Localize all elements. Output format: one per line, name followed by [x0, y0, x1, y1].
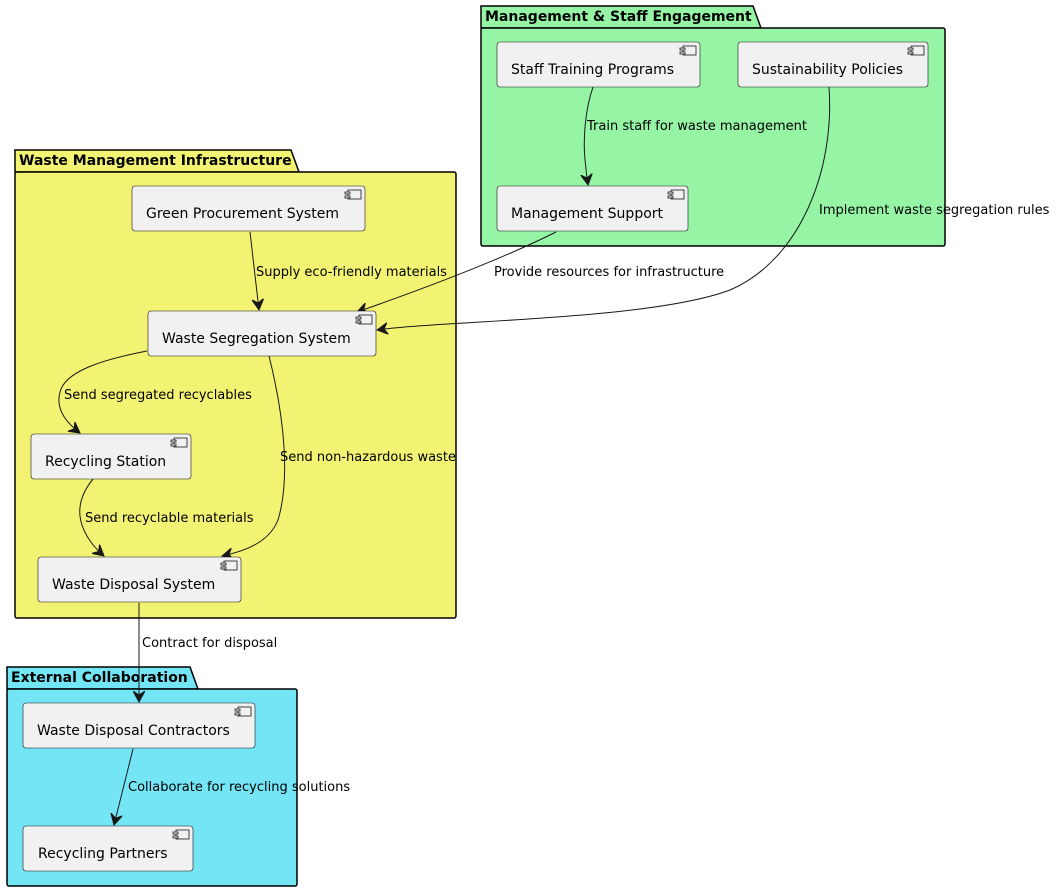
edge-send-non-hazardous [222, 355, 286, 556]
component-box [30, 433, 192, 480]
component-waste-segregation[interactable]: Waste Segregation System [147, 310, 377, 357]
component-icon [220, 560, 238, 571]
edge-send-recyclables [58, 350, 148, 433]
component-label: Waste Segregation System [162, 331, 351, 347]
package-management-title: Management & Staff Engagement [485, 9, 752, 25]
component-box [131, 185, 366, 232]
component-label: Waste Disposal Contractors [37, 723, 230, 739]
component-box [496, 41, 701, 88]
edge-label-collaborate: Collaborate for recycling solutions [128, 780, 350, 795]
component-box [496, 185, 689, 232]
component-recycling-partners[interactable]: Recycling Partners [22, 825, 194, 872]
edge-send-recyclable-materials [79, 478, 104, 556]
edge-supply [249, 231, 259, 310]
edge-train-staff [584, 86, 594, 185]
edges: Supply eco-friendly materials Send segre… [58, 86, 1050, 825]
component-label: Sustainability Policies [752, 62, 903, 78]
edge-collaborate [114, 748, 134, 825]
package-external-title: External Collaboration [11, 670, 188, 686]
component-icon [679, 45, 697, 56]
component-label: Management Support [511, 206, 664, 222]
component-box [22, 702, 256, 749]
component-disposal-contractors[interactable]: Waste Disposal Contractors [22, 702, 256, 749]
component-label: Waste Disposal System [52, 577, 215, 593]
component-management-support[interactable]: Management Support [496, 185, 689, 232]
component-recycling-station[interactable]: Recycling Station [30, 433, 192, 480]
package-infrastructure-title: Waste Management Infrastructure [19, 153, 292, 169]
package-infrastructure-body [14, 171, 457, 619]
edge-implement-rules [377, 86, 831, 330]
edge-label-send-recyclables: Send segregated recyclables [64, 388, 252, 403]
component-box [147, 310, 377, 357]
edge-provide-resources [357, 231, 557, 312]
component-sustainability-policies[interactable]: Sustainability Policies [737, 41, 929, 88]
edge-label-contract-disposal: Contract for disposal [142, 636, 277, 651]
package-infrastructure: Waste Management Infrastructure [14, 149, 457, 619]
edge-label-implement-rules: Implement waste segregation rules [819, 203, 1050, 218]
component-staff-training[interactable]: Staff Training Programs [496, 41, 701, 88]
component-icon [667, 189, 685, 200]
component-icon [907, 45, 925, 56]
component-box [22, 825, 194, 872]
edge-label-send-non-hazardous: Send non-hazardous waste [280, 450, 456, 465]
edge-label-provide-resources: Provide resources for infrastructure [494, 265, 724, 280]
component-green-procurement[interactable]: Green Procurement System [131, 185, 366, 232]
edge-label-train-staff: Train staff for waste management [586, 119, 807, 134]
component-waste-disposal[interactable]: Waste Disposal System [37, 556, 242, 603]
component-icon [344, 189, 362, 200]
component-icon [170, 437, 188, 448]
component-label: Staff Training Programs [511, 62, 674, 78]
component-label: Green Procurement System [146, 206, 339, 222]
component-box [37, 556, 242, 603]
component-box [737, 41, 929, 88]
component-icon [172, 829, 190, 840]
edge-label-send-recyclable-materials: Send recyclable materials [85, 511, 254, 526]
component-label: Recycling Station [45, 454, 166, 470]
component-icon [234, 706, 252, 717]
edge-label-supply: Supply eco-friendly materials [256, 265, 447, 280]
component-icon [355, 314, 373, 325]
component-label: Recycling Partners [38, 846, 168, 862]
